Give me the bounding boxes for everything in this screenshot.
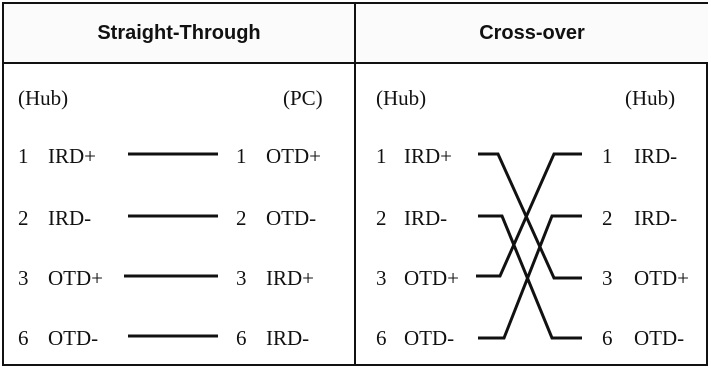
straight-row-1-right-signal: OTD+: [266, 144, 322, 168]
wiring-diagram: [124, 152, 582, 340]
column-divider: [354, 4, 356, 364]
crossover-row-2-right-pin: 2: [602, 206, 613, 230]
crossover-row-1-left-signal: IRD+: [404, 144, 453, 168]
straight-row-2-left-signal: IRD-: [48, 206, 92, 230]
crossover-row-3-left-pin: 3: [376, 266, 387, 290]
crossover-row-1-right-pin: 1: [602, 144, 613, 168]
cross-over-header: Cross-over: [356, 4, 708, 62]
cross-wire-3-to-1: [476, 152, 582, 278]
crossover-row-1-left-pin: 1: [376, 144, 387, 168]
straight-row-1-left-pin: 1: [18, 144, 29, 168]
crossover-row-2-left-pin: 2: [376, 206, 387, 230]
crossover-row-4-left-pin: 6: [376, 326, 387, 350]
straight-row-3-right-pin: 3: [236, 266, 247, 290]
straight-row-2-left-pin: 2: [18, 206, 29, 230]
crossover-row-4-right-signal: OTD-: [634, 326, 685, 350]
straight-row-3-left-signal: OTD+: [48, 266, 104, 290]
straight-right-device-label: (PC): [283, 86, 323, 110]
cross-wire-6-to-2: [478, 214, 582, 340]
crossover-row-2-right-signal: IRD-: [634, 206, 678, 230]
crossover-row-4-left-signal: OTD-: [404, 326, 455, 350]
straight-row-4-left-signal: OTD-: [48, 326, 99, 350]
crossover-row-3-right-signal: OTD+: [634, 266, 690, 290]
straight-row-3-left-pin: 3: [18, 266, 29, 290]
straight-row-4-left-pin: 6: [18, 326, 29, 350]
straight-row-2-right-signal: OTD-: [266, 206, 317, 230]
straight-row-4-right-signal: IRD-: [266, 326, 310, 350]
crossover-row-1-right-signal: IRD-: [634, 144, 678, 168]
straight-through-header: Straight-Through: [4, 4, 354, 62]
crossover-row-2-left-signal: IRD-: [404, 206, 448, 230]
straight-row-4-right-pin: 6: [236, 326, 247, 350]
crossover-row-4-right-pin: 6: [602, 326, 613, 350]
straight-row-1-right-pin: 1: [236, 144, 247, 168]
crossover-right-device-label: (Hub): [625, 86, 676, 110]
straight-row-3-right-signal: IRD+: [266, 266, 315, 290]
straight-row-2-right-pin: 2: [236, 206, 247, 230]
crossover-left-device-label: (Hub): [376, 86, 427, 110]
crossover-row-3-left-signal: OTD+: [404, 266, 460, 290]
straight-row-1-left-signal: IRD+: [48, 144, 97, 168]
straight-left-device-label: (Hub): [18, 86, 69, 110]
crossover-row-3-right-pin: 3: [602, 266, 613, 290]
